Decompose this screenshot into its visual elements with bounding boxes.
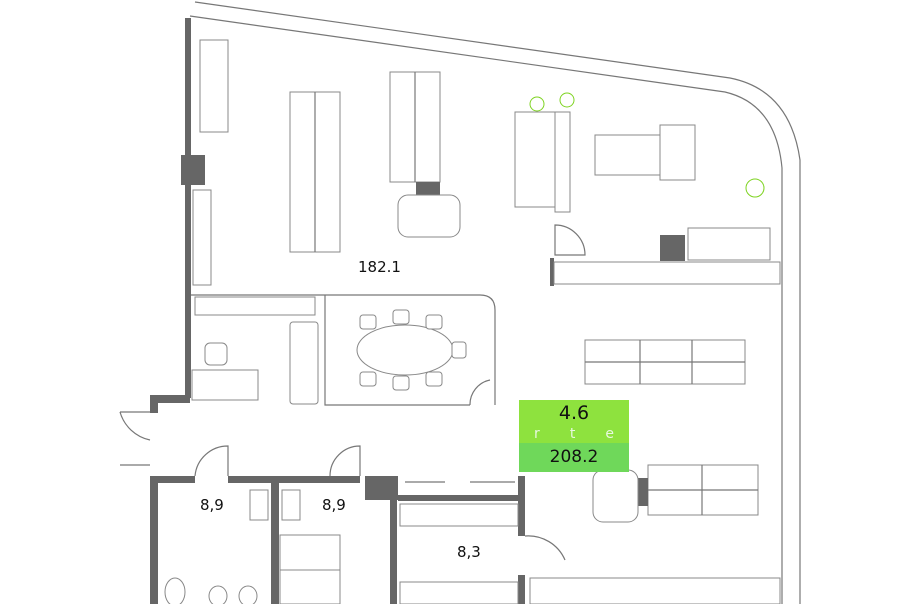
badge-letter: t bbox=[569, 426, 576, 442]
workstations-right bbox=[529, 339, 781, 604]
room-area-label: 8,9 bbox=[200, 496, 224, 514]
chair bbox=[204, 342, 228, 366]
conference-table bbox=[356, 324, 454, 376]
partition bbox=[191, 294, 496, 405]
facade-outer-line bbox=[194, 1, 801, 604]
wall-left bbox=[185, 18, 191, 398]
entrance-door bbox=[119, 411, 151, 466]
selected-unit-badge[interactable]: 4.6 r t e 208.2 bbox=[519, 400, 629, 472]
plant-icon bbox=[529, 96, 545, 112]
conference-chairs bbox=[359, 309, 467, 391]
room-area-label: 8,9 bbox=[322, 496, 346, 514]
conference-wall bbox=[324, 295, 470, 406]
room-area-label: 8,3 bbox=[457, 543, 481, 561]
room-area-label: 182.1 bbox=[358, 258, 401, 276]
shelving bbox=[192, 189, 212, 286]
desk-cluster-left bbox=[199, 39, 461, 253]
plant-icon bbox=[745, 178, 765, 198]
wall bbox=[150, 395, 158, 413]
facade-inner-line bbox=[189, 15, 783, 604]
reception-counter bbox=[191, 369, 259, 401]
sofa bbox=[289, 321, 319, 405]
column bbox=[181, 155, 205, 185]
conference-door bbox=[469, 379, 491, 406]
unit-area: 208.2 bbox=[519, 443, 629, 472]
plant-icon bbox=[559, 92, 575, 108]
wall bbox=[150, 395, 190, 403]
badge-letter: r bbox=[534, 426, 540, 442]
badge-letters: r t e bbox=[519, 426, 629, 443]
unit-number: 4.6 bbox=[519, 400, 629, 426]
manager-office bbox=[514, 92, 781, 286]
badge-letter: e bbox=[605, 426, 614, 442]
cabinets bbox=[194, 296, 316, 316]
bathroom-block bbox=[150, 445, 566, 604]
